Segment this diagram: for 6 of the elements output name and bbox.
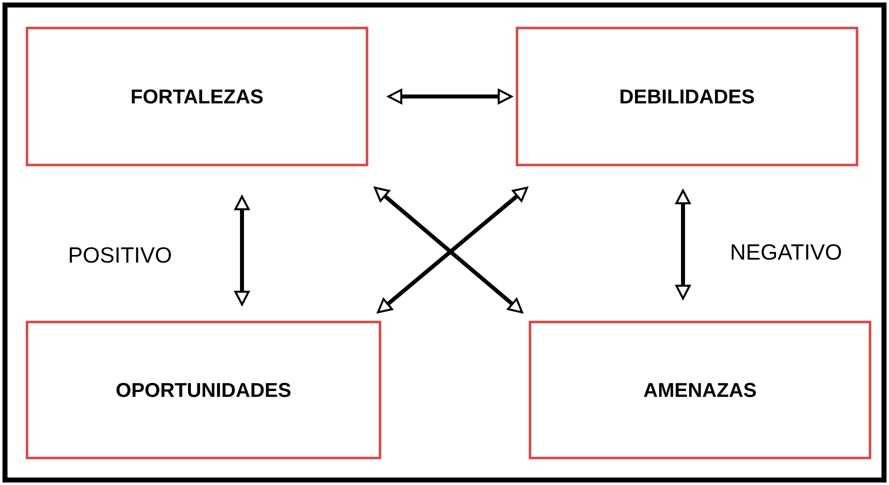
box: FORTALEZAS bbox=[26, 26, 368, 166]
box: DEBILIDADES bbox=[516, 26, 858, 166]
box: AMENAZAS bbox=[528, 320, 872, 460]
edge-label: POSITIVO bbox=[67, 246, 173, 264]
edge-label: NEGATIVO bbox=[728, 243, 844, 261]
box: OPORTUNIDADES bbox=[26, 320, 382, 460]
